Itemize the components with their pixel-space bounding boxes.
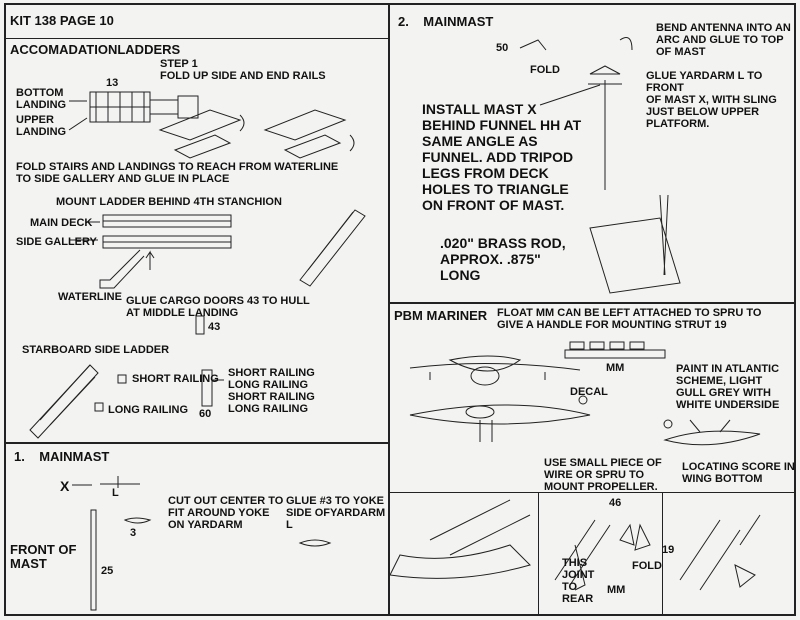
- pbm-flying-drawing: [663, 419, 761, 446]
- part-50-label: 50: [496, 42, 509, 54]
- ladder-fret-drawing: [68, 91, 199, 131]
- pbm-mariner-title: PBM MARINER: [394, 308, 488, 323]
- title-rule: [4, 38, 389, 39]
- long-railing-label: LONG RAILING: [108, 404, 189, 416]
- hull-ladder-drawing: [70, 209, 366, 289]
- fold-label-pbm: FOLD: [632, 560, 662, 572]
- part-3-label: 3: [130, 527, 137, 539]
- glue-yoke-note: GLUE #3 TO YOKE SIDE OFYARDARM L: [286, 495, 386, 531]
- bend-antenna-note: BEND ANTENNA INTO AN ARC AND GLUE TO TOP…: [656, 22, 791, 58]
- cargo-door-part: [195, 315, 205, 335]
- mast-x-label: X: [60, 478, 70, 494]
- railing-list: SHORT RAILING LONG RAILING SHORT RAILING…: [228, 367, 315, 415]
- joint-rear-note: THIS JOINT TO REAR: [562, 557, 595, 605]
- right-section-divider: [388, 302, 796, 304]
- page-title: KIT 138 PAGE 10: [10, 13, 114, 28]
- main-deck-label: MAIN DECK: [30, 217, 93, 229]
- page-border-top: [4, 3, 796, 5]
- yardarm-l-label: L: [112, 487, 119, 499]
- pbm-top-drawing: [409, 355, 581, 386]
- float-sprue-drawing: [564, 341, 666, 359]
- install-mast-note: INSTALL MAST X BEHIND FUNNEL HH AT SAME …: [422, 101, 582, 213]
- pbm-side-drawing: [409, 395, 591, 442]
- part-60-label: 60: [199, 408, 212, 420]
- pbm-assembly-sketches: [389, 499, 761, 591]
- center-divider: [388, 3, 390, 616]
- cut-out-note: CUT OUT CENTER TO FIT AROUND YOKE ON YAR…: [168, 495, 284, 531]
- step1-instruction: STEP 1 FOLD UP SIDE AND END RAILS: [160, 58, 326, 82]
- mount-ladder-note: MOUNT LADDER BEHIND 4TH STANCHION: [56, 196, 282, 208]
- upper-landing-label: UPPER LANDING: [16, 114, 67, 138]
- starboard-ladder-drawing: [29, 364, 224, 439]
- side-gallery-label: SIDE GALLERY: [16, 236, 97, 248]
- mainmast2-title: 2. MAINMAST: [398, 14, 494, 29]
- short-railing-label: SHORT RAILING: [132, 373, 219, 385]
- front-of-mast-label: FRONT OF MAST: [10, 542, 77, 571]
- folded-ladder-sketches: [158, 109, 355, 159]
- pbm-step-divider-a: [538, 492, 539, 616]
- accommodation-ladders-title: ACCOMADATIONLADDERS: [10, 42, 181, 57]
- locating-score-note: LOCATING SCORE IN WING BOTTOM: [682, 461, 795, 485]
- page-border-right: [794, 3, 796, 616]
- pbm-step-divider-b: [662, 492, 663, 616]
- waterline-label: WATERLINE: [58, 291, 122, 303]
- decal-label: DECAL: [570, 386, 608, 398]
- paint-scheme-note: PAINT IN ATLANTIC SCHEME, LIGHT GULL GRE…: [676, 363, 780, 411]
- mainmast1-title: 1. MAINMAST: [14, 449, 110, 464]
- page-border-left: [4, 3, 6, 616]
- cargo-doors-note: GLUE CARGO DOORS 43 TO HULL AT MIDDLE LA…: [126, 295, 310, 319]
- glue-yardarm-note: GLUE YARDARM L TO FRONT OF MAST X, WITH …: [646, 70, 777, 130]
- float-mm-note: FLOAT MM CAN BE LEFT ATTACHED TO SPRU TO…: [497, 307, 762, 331]
- part-46-label: 46: [609, 497, 622, 509]
- fold-label: FOLD: [530, 64, 560, 76]
- mm-label: MM: [606, 362, 625, 374]
- pbm-step-divider: [388, 492, 796, 493]
- page-border-bottom: [4, 614, 796, 616]
- starboard-ladder-label: STARBOARD SIDE LADDER: [22, 344, 170, 356]
- bottom-landing-label: BOTTOM LANDING: [16, 87, 67, 111]
- part-25-label: 25: [101, 565, 114, 577]
- part-19-label: 19: [662, 544, 675, 556]
- mainmast2-drawing: [519, 37, 681, 294]
- fold-stairs-note: FOLD STAIRS AND LANDINGS TO REACH FROM W…: [16, 161, 339, 185]
- part-13-label: 13: [106, 77, 119, 89]
- brass-rod-note: .020" BRASS ROD, APPROX. .875" LONG: [440, 235, 566, 283]
- left-section-divider: [4, 442, 389, 444]
- part-43-label: 43: [208, 321, 221, 333]
- mainmast1-drawing: [72, 476, 332, 611]
- propeller-wire-note: USE SMALL PIECE OF WIRE OR SPRU TO MOUNT…: [544, 457, 662, 493]
- mm-label-assembly: MM: [607, 584, 626, 596]
